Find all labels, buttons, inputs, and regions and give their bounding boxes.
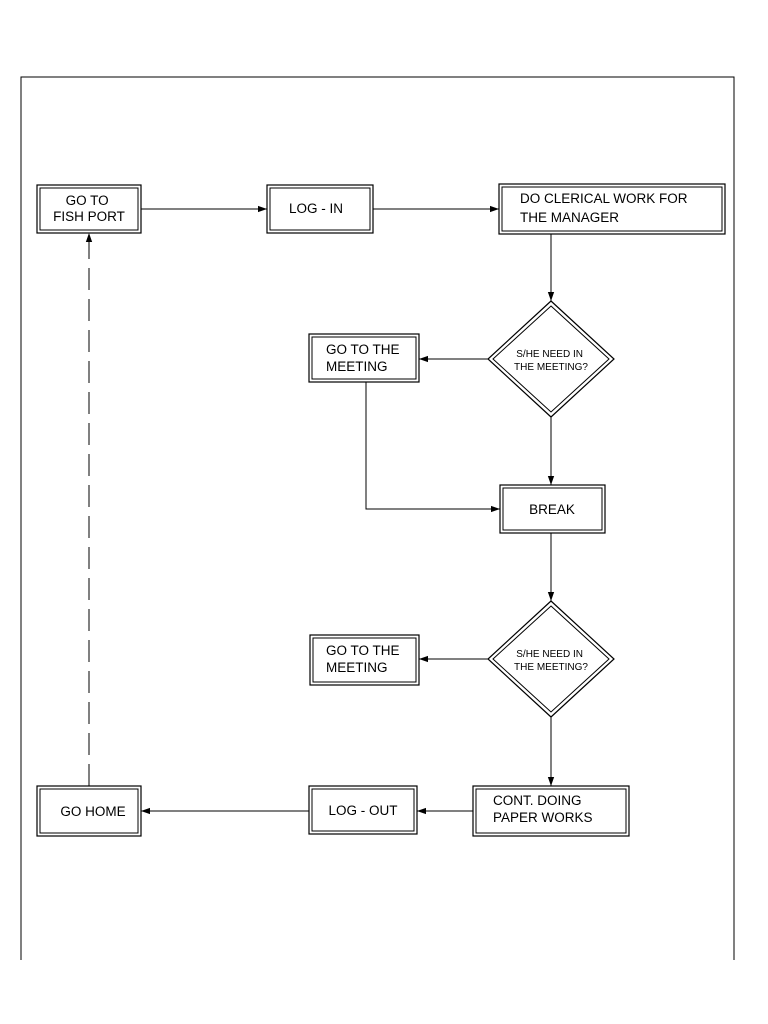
node-go-home[interactable]: GO HOME <box>36 785 142 837</box>
decision-label: S/HE NEED IN <box>516 649 583 660</box>
node-log-out[interactable]: LOG - OUT <box>308 785 418 835</box>
node-log-in[interactable]: LOG - IN <box>266 184 374 234</box>
svg-text:LOG - OUT: LOG - OUT <box>328 803 397 818</box>
decision-label: THE MEETING? <box>514 662 588 673</box>
node-go-to-meeting-2[interactable]: GO TO THE MEETING <box>309 634 420 686</box>
svg-text:BREAK: BREAK <box>529 502 575 517</box>
page-frame <box>20 76 735 960</box>
svg-text:S/HE NEED IN THE MEETING: S/HE NEED IN THE MEETING? <box>514 649 588 673</box>
decision-diamond-1[interactable]: S/HE NEED IN THE MEETING? <box>487 300 615 418</box>
svg-text:GO HOME: GO HOME <box>60 804 125 819</box>
svg-text:GO TO FISH PORT: GO TO FISH PORT <box>53 193 125 224</box>
svg-text:DO CLERICAL WORK FOR THE: DO CLERICAL WORK FOR THE MANAGER <box>520 191 691 225</box>
decision-diamond-2[interactable]: S/HE NEED IN THE MEETING? <box>487 600 615 718</box>
node-go-to-meeting-1[interactable]: GO TO THE MEETING <box>308 333 420 383</box>
node-label: MEETING <box>326 359 388 374</box>
node-go-to-fish-port[interactable]: GO TO FISH PORT <box>36 184 142 234</box>
node-label: GO TO THE <box>326 643 400 658</box>
node-label: LOG - IN <box>289 201 343 216</box>
svg-text:LOG - IN: LOG - IN <box>289 201 343 216</box>
node-label: THE MANAGER <box>520 210 619 225</box>
decision-label: S/HE NEED IN <box>516 349 583 360</box>
node-do-clerical-work[interactable]: DO CLERICAL WORK FOR THE MANAGER <box>498 183 726 235</box>
node-label: DO CLERICAL WORK FOR <box>520 191 688 206</box>
svg-text:S/HE NEED IN THE MEETING: S/HE NEED IN THE MEETING? <box>514 349 588 373</box>
node-cont-doing-paper-works[interactable]: CONT. DOING PAPER WORKS <box>472 785 630 837</box>
node-label: BREAK <box>529 502 575 517</box>
node-break[interactable]: BREAK <box>499 484 606 534</box>
node-label: GO HOME <box>60 804 125 819</box>
node-label: CONT. DOING <box>493 793 582 808</box>
svg-text:GO TO THE MEETING: GO TO THE MEETING <box>326 342 403 374</box>
node-label: MEETING <box>326 660 388 675</box>
svg-text:GO TO THE MEETING: GO TO THE MEETING <box>326 643 403 675</box>
arrow-meeting-1-to-break <box>365 382 500 513</box>
svg-text:CONT. DOING PAPER WORKS: CONT. DOING PAPER WORKS <box>493 793 593 825</box>
node-label: FISH PORT <box>53 209 125 224</box>
node-label: GO TO THE <box>326 342 400 357</box>
node-label: GO TO <box>66 193 109 208</box>
node-label: PAPER WORKS <box>493 810 593 825</box>
decision-label: THE MEETING? <box>514 362 588 373</box>
node-label: LOG - OUT <box>328 803 397 818</box>
